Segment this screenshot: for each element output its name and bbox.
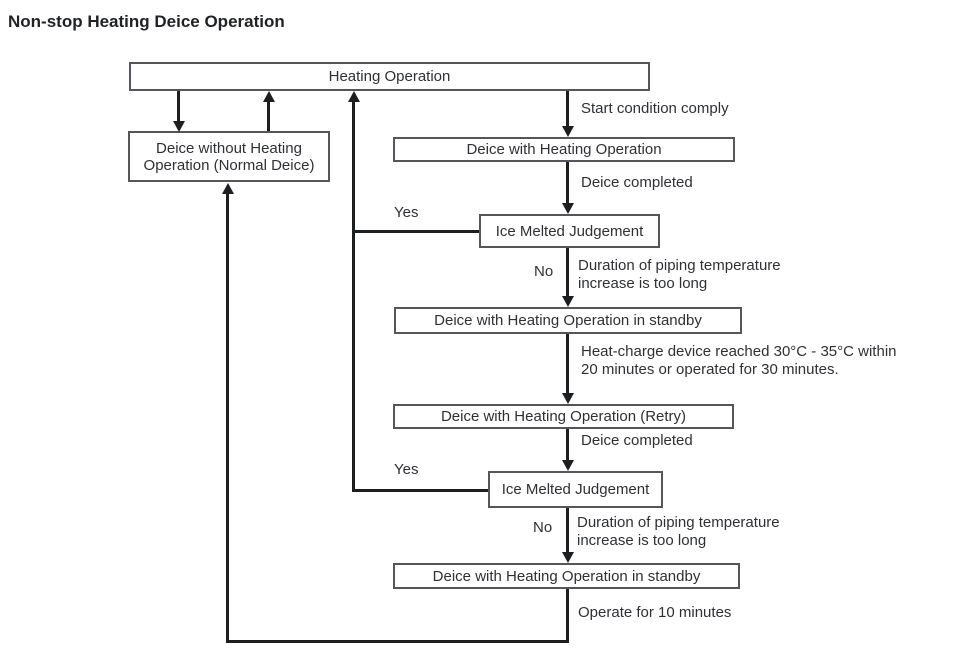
arrowhead-ice1-to-standby1 [562, 296, 574, 307]
line-retry-to-ice2 [566, 429, 569, 461]
label-no-2: No [533, 519, 553, 536]
node-standby-1: Deice with Heating Operation in standby [394, 307, 742, 334]
line-yes-return-trunk [352, 101, 355, 492]
arrowhead-standby1-to-retry [562, 393, 574, 404]
line-heating-to-deice [566, 91, 569, 128]
label-deice-completed-2: Deice completed [581, 432, 693, 449]
label-yes-2: Yes [394, 461, 419, 478]
label-duration-2: Duration of piping temperature increase … [577, 514, 780, 549]
line-standby2-down [566, 589, 569, 643]
node-standby-2: Deice with Heating Operation in standby [393, 563, 740, 589]
node-retry: Deice with Heating Operation (Retry) [393, 404, 734, 429]
node-ice-melted-judgement-2: Ice Melted Judgement [488, 471, 663, 508]
label-heat-charge: Heat-charge device reached 30°C - 35°C w… [581, 343, 897, 378]
node-normal-deice: Deice without Heating Operation (Normal … [128, 131, 330, 182]
arrowhead-heating-to-normal [173, 121, 185, 132]
arrowhead-normal-to-heating [263, 91, 275, 102]
line-heating-to-normal [177, 91, 180, 122]
label-operate-10: Operate for 10 minutes [578, 604, 732, 621]
label-no-1: No [534, 263, 554, 280]
label-yes-1: Yes [394, 204, 419, 221]
label-duration-1: Duration of piping temperature increase … [578, 257, 781, 292]
arrowhead-deice-to-ice1 [562, 203, 574, 214]
arrowhead-heating-to-deice [562, 126, 574, 137]
label-start-condition: Start condition comply [581, 100, 729, 117]
node-ice-melted-judgement-1: Ice Melted Judgement [479, 214, 660, 248]
line-yes-2 [354, 489, 488, 492]
page-title: Non-stop Heating Deice Operation [8, 12, 285, 31]
arrowhead-yes-return [348, 91, 360, 102]
arrowhead-return-to-normal [222, 183, 234, 194]
line-normal-to-heating [267, 101, 270, 131]
line-ice2-to-standby2 [566, 508, 569, 553]
node-heating-operation: Heating Operation [129, 62, 650, 91]
arrowhead-retry-to-ice2 [562, 460, 574, 471]
line-bottom-return [226, 640, 569, 643]
line-standby1-to-retry [566, 334, 569, 394]
line-ice1-to-standby1 [566, 248, 569, 297]
arrowhead-ice2-to-standby2 [562, 552, 574, 563]
line-left-return [226, 192, 229, 643]
line-deice-to-ice1 [566, 162, 569, 204]
node-deice-with-heating: Deice with Heating Operation [393, 137, 735, 162]
label-deice-completed-1: Deice completed [581, 174, 693, 191]
line-yes-1 [354, 230, 479, 233]
